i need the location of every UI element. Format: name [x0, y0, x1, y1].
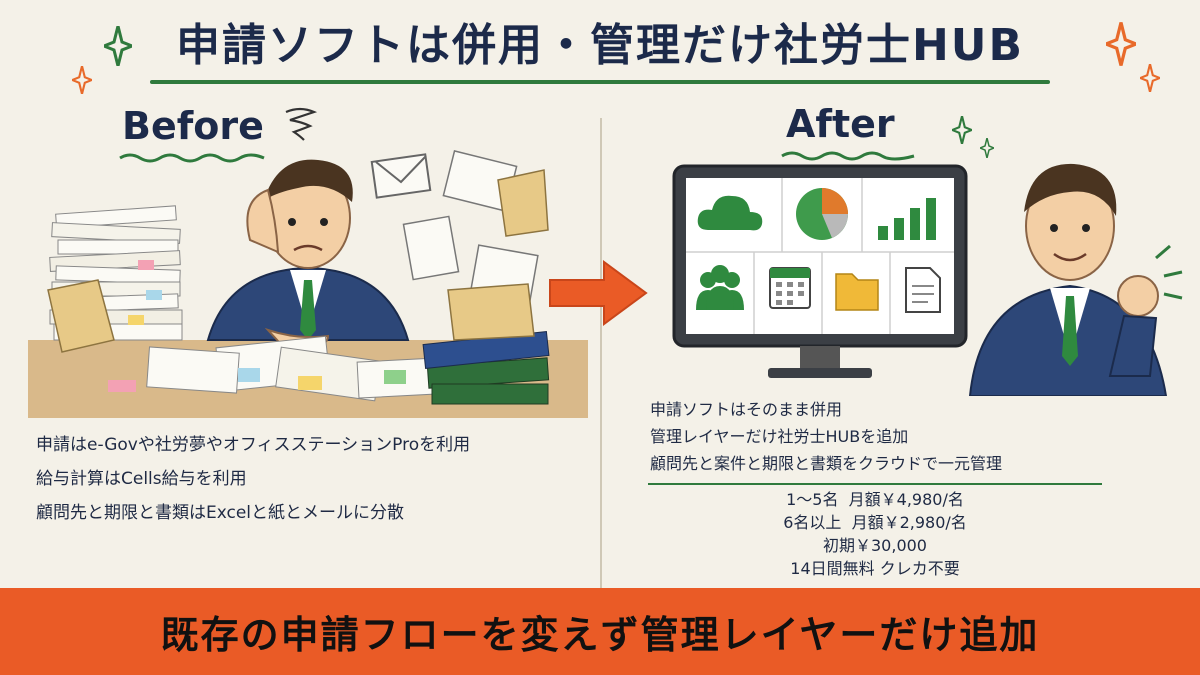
pie-chart-icon — [796, 188, 848, 240]
divider — [600, 118, 602, 588]
after-description: 申請ソフトはそのまま併用 管理レイヤーだけ社労士HUBを追加 顧問先と案件と期限… — [650, 396, 1110, 477]
after-underline — [781, 151, 915, 161]
binder-stack-icon — [422, 331, 550, 405]
after-line-1: 申請ソフトはそのまま併用 — [650, 400, 843, 419]
dashboard-monitor-illustration — [672, 164, 968, 378]
sparkle-icon — [104, 26, 132, 66]
pricing-trial: 14日間無料 クレカ不要 — [790, 559, 960, 578]
cloud-icon — [697, 195, 763, 231]
before-line-3: 顧問先と期限と書類はExcelと紙とメールに分散 — [36, 503, 405, 523]
arrow-right-icon — [549, 260, 648, 326]
folder-icon — [835, 273, 879, 311]
footer-banner: 既存の申請フローを変えず管理レイヤーだけ追加 — [0, 588, 1200, 675]
sparkle-icon — [72, 66, 92, 94]
stressed-person — [206, 159, 410, 354]
before-line-2: 給与計算はCells給与を利用 — [36, 469, 247, 489]
calendar-icon — [769, 267, 811, 309]
pricing-tier-1: 1～5名 月額￥4,980/名 — [786, 490, 964, 509]
banner-text: 既存の申請フローを変えず管理レイヤーだけ追加 — [160, 613, 1040, 657]
before-label: Before — [122, 104, 264, 148]
envelope-icon — [370, 153, 432, 199]
after-line-3: 顧問先と案件と期限と書類をクラウドで一元管理 — [650, 454, 1003, 473]
before-underline — [119, 153, 265, 163]
stress-swirl-icon — [285, 107, 318, 141]
pricing-block: 1～5名 月額￥4,980/名 6名以上 月額￥2,980/名 初期￥30,00… — [648, 488, 1102, 580]
sparkle-icon — [980, 138, 994, 158]
document-icon — [905, 267, 941, 313]
after-divider — [648, 483, 1102, 485]
before-line-1: 申請はe-Govや社労夢やオフィスステーションProを利用 — [36, 435, 471, 455]
pricing-initial-fee: 初期￥30,000 — [823, 536, 927, 555]
title-underline — [150, 80, 1050, 84]
sparkle-icon — [952, 116, 972, 144]
sparkle-icon — [1106, 22, 1136, 66]
overwhelmed-worker-illustration — [28, 150, 588, 418]
confident-worker-illustration — [968, 163, 1183, 396]
after-label: After — [786, 102, 895, 146]
pricing-tier-2: 6名以上 月額￥2,980/名 — [783, 513, 967, 532]
users-icon — [696, 265, 744, 310]
before-description: 申請はe-Govや社労夢やオフィスステーションProを利用 給与計算はCells… — [36, 428, 596, 530]
sparkle-icon — [1140, 64, 1160, 92]
page-title: 申請ソフトは併用・管理だけ社労士HUB — [175, 20, 1025, 71]
bar-chart-icon — [878, 198, 936, 240]
after-line-2: 管理レイヤーだけ社労士HUBを追加 — [650, 427, 909, 446]
